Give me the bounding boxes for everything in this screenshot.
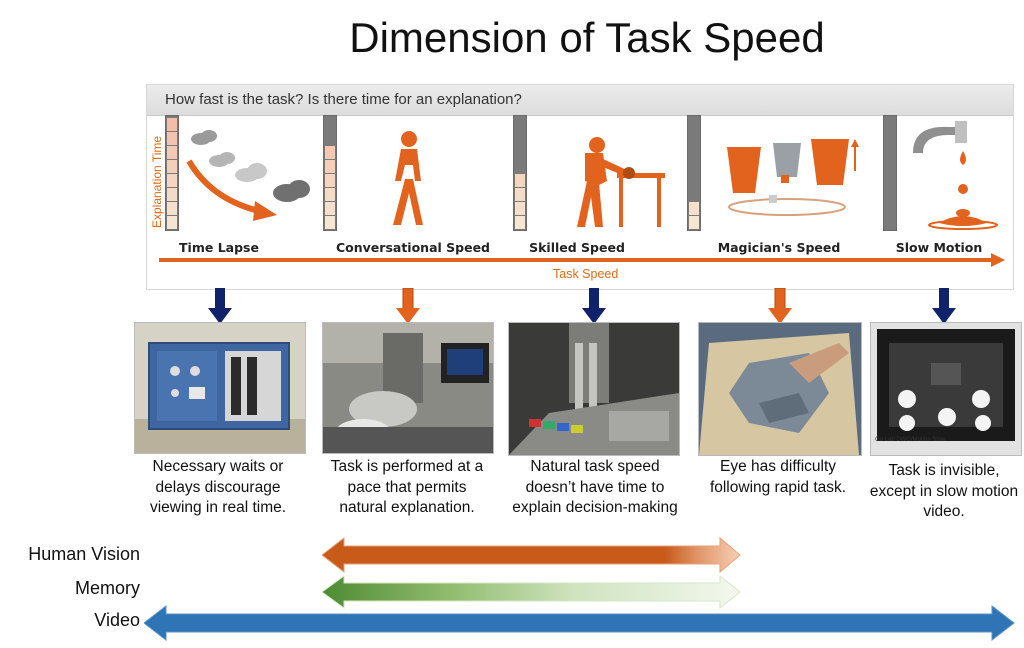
meter-cell bbox=[515, 174, 525, 187]
panel-header: How fast is the task? Is there time for … bbox=[147, 85, 1013, 116]
meter-cell bbox=[325, 174, 335, 187]
time-lapse-illustration bbox=[186, 130, 310, 221]
stage-label-time-lapse: Time Lapse bbox=[179, 240, 259, 255]
meter-cell bbox=[325, 202, 335, 215]
down-arrow-5 bbox=[932, 288, 956, 324]
down-arrow-4 bbox=[768, 288, 792, 324]
skilled-worker-icon bbox=[577, 137, 665, 227]
photo-overlay-text: Go Lab DWG/Motion Slow bbox=[875, 437, 946, 443]
panel-question: How fast is the task? Is there time for … bbox=[165, 91, 522, 108]
caption-skilled: Natural task speed doesn’t have time to … bbox=[512, 458, 678, 516]
down-arrow-1 bbox=[208, 288, 232, 324]
stage-label-slow-motion: Slow Motion bbox=[895, 240, 983, 255]
down-arrow-3 bbox=[582, 288, 606, 324]
explanation-time-label: Explanation Time bbox=[150, 135, 164, 228]
meter-cell bbox=[325, 188, 335, 201]
photo-shirt-folding bbox=[698, 322, 862, 456]
magician-cups-icon bbox=[727, 139, 859, 216]
stage-label-conversational-speed: Conversational Speed bbox=[336, 240, 490, 255]
caption-magician: Eye has difficulty following rapid task. bbox=[709, 458, 847, 496]
human-vision-range-arrow bbox=[322, 536, 741, 574]
task-speed-label: Task Speed bbox=[553, 267, 619, 281]
photo-pick-and-place bbox=[508, 322, 680, 456]
stage-label-magicians-speed: Magician's Speed bbox=[717, 240, 841, 255]
caption-slow-motion: Task is invisible, except in slow motion… bbox=[869, 462, 1019, 520]
meter-cell bbox=[515, 216, 525, 229]
meter-cell bbox=[689, 216, 699, 229]
task-speed-axis-arrow bbox=[159, 253, 1005, 267]
meter-cell bbox=[515, 202, 525, 215]
meter-cell bbox=[167, 188, 177, 201]
explanation-meter-skilled bbox=[513, 115, 527, 231]
meter-cell bbox=[167, 132, 177, 145]
dripping-faucet-icon bbox=[913, 121, 998, 230]
stage-label-skilled-speed: Skilled Speed bbox=[529, 240, 625, 255]
range-label-memory: Memory bbox=[74, 578, 140, 598]
down-arrow-2 bbox=[396, 288, 420, 324]
range-label-video: Video bbox=[94, 610, 140, 630]
photo-circuit-board: Go Lab DWG/Motion Slow bbox=[870, 322, 1022, 456]
meter-cell bbox=[325, 146, 335, 159]
meter-cell bbox=[167, 146, 177, 159]
caption-conversational: Task is performed at a pace that permits… bbox=[330, 458, 484, 516]
task-speed-panel: How fast is the task? Is there time for … bbox=[146, 84, 1014, 290]
video-range-arrow bbox=[144, 604, 1015, 642]
walking-person-icon bbox=[393, 131, 423, 225]
caption-time-lapse: Necessary waits or delays discourage vie… bbox=[149, 458, 287, 516]
photo-lab-machine bbox=[134, 322, 306, 454]
meter-cell bbox=[167, 216, 177, 229]
range-label-human-vision: Human Vision bbox=[28, 544, 140, 564]
meter-cell bbox=[167, 202, 177, 215]
page-title: Dimension of Task Speed bbox=[349, 14, 825, 61]
meter-cell bbox=[325, 216, 335, 229]
meter-cell bbox=[167, 174, 177, 187]
meter-cell bbox=[167, 118, 177, 131]
memory-range-arrow bbox=[322, 574, 741, 610]
explanation-meter-conversational bbox=[323, 115, 337, 231]
meter-cell bbox=[515, 188, 525, 201]
explanation-meter-slow-motion bbox=[883, 115, 897, 231]
photo-microscope-work bbox=[322, 322, 494, 454]
meter-cell bbox=[689, 202, 699, 215]
meter-cell bbox=[167, 160, 177, 173]
explanation-meter-magician bbox=[687, 115, 701, 231]
meter-cell bbox=[325, 160, 335, 173]
explanation-meter-time-lapse bbox=[165, 115, 179, 231]
